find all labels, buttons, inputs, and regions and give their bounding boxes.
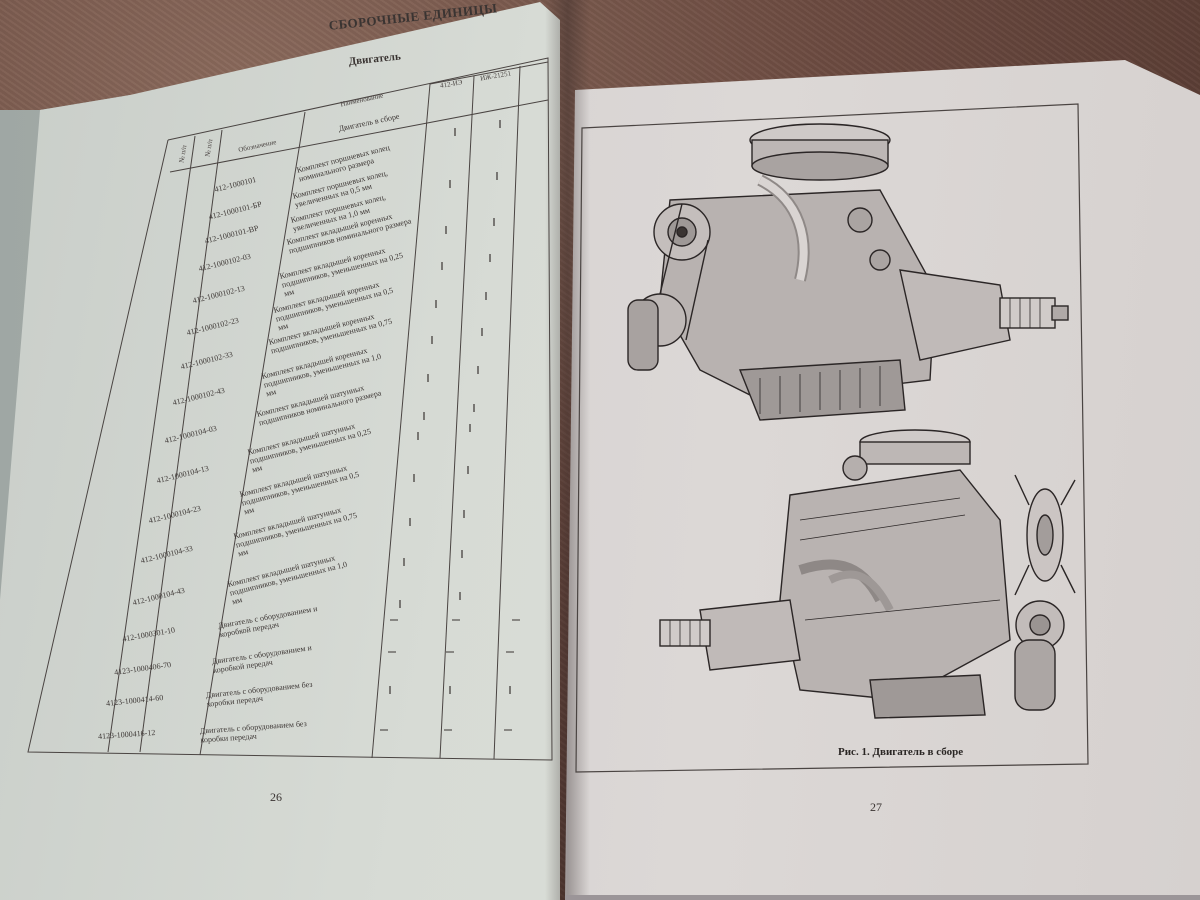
figure-caption: Рис. 1. Двигатель в сборе xyxy=(838,746,964,758)
book-gutter xyxy=(545,0,590,900)
right-page-number: 27 xyxy=(870,800,882,814)
left-page-number: 26 xyxy=(270,790,282,804)
